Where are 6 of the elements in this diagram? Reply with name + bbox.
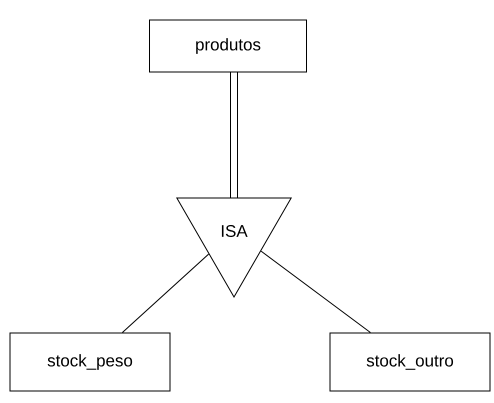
entity-box: stock_outro: [330, 332, 490, 392]
connector-line: [260, 250, 371, 333]
entity-box: stock_peso: [10, 332, 170, 392]
connector-line: [122, 254, 210, 333]
double-line: [230, 72, 238, 198]
entity-box: produtos: [149, 20, 307, 72]
